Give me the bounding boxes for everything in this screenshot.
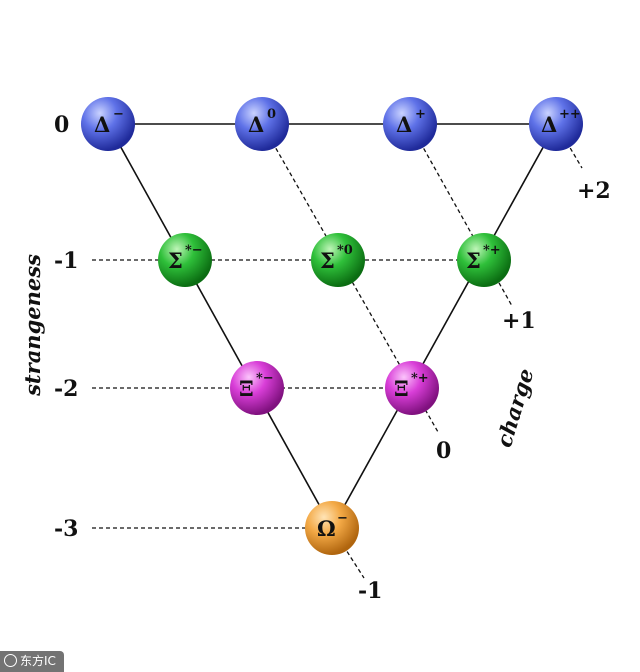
particle-symbol: Δ <box>396 112 412 137</box>
strangeness-labels: 0 -1 -2 -3 <box>54 112 78 542</box>
charge-label-plus2: +2 <box>577 178 611 204</box>
particle-superscript: + <box>415 107 426 122</box>
particle-xi-star-minus: Ξ *− <box>230 361 284 415</box>
particle-symbol: Σ <box>320 248 335 273</box>
particle-symbol: Δ <box>248 112 264 137</box>
particle-sphere <box>311 233 365 287</box>
left-edge-line <box>107 123 333 529</box>
particle-sphere <box>235 97 289 151</box>
particle-symbol: Ξ <box>239 376 254 401</box>
charge-label-minus1: -1 <box>358 578 382 604</box>
charge-guides <box>261 123 583 579</box>
particle-sphere <box>81 97 135 151</box>
particle-superscript: *+ <box>411 371 429 386</box>
particle-sphere <box>158 233 212 287</box>
strangeness-axis-title: strangeness <box>20 254 45 397</box>
charge-label-plus1: +1 <box>502 308 536 334</box>
watermark-logo-icon <box>4 654 17 667</box>
particle-symbol: Σ <box>168 248 183 273</box>
strangeness-guides <box>92 259 484 529</box>
particle-superscript: *− <box>256 371 274 386</box>
particle-superscript: ++ <box>559 107 581 122</box>
particle-superscript: *+ <box>483 243 501 258</box>
strangeness-label-0: 0 <box>54 112 69 138</box>
strangeness-label-minus1: -1 <box>54 248 78 274</box>
particle-symbol: Δ <box>94 112 110 137</box>
particle-sphere <box>305 501 359 555</box>
triangle-edges <box>107 123 557 529</box>
charge-labels: +2 +1 0 -1 <box>358 178 611 604</box>
particle-superscript: − <box>113 107 124 122</box>
particle-superscript: − <box>337 511 348 526</box>
particle-sphere <box>383 97 437 151</box>
strangeness-label-minus3: -3 <box>54 516 78 542</box>
particle-sphere <box>457 233 511 287</box>
particle-symbol: Σ <box>466 248 481 273</box>
particle-sigma-star-plus: Σ *+ <box>457 233 511 287</box>
particle-delta-plus: Δ + <box>383 97 437 151</box>
particle-sigma-star-minus: Σ *− <box>158 233 212 287</box>
particle-sphere <box>230 361 284 415</box>
particle-superscript: *− <box>185 243 203 258</box>
particle-symbol: Ω <box>317 516 336 541</box>
particle-delta-plusplus: Δ ++ <box>529 97 583 151</box>
watermark-text: 东方IC <box>20 654 56 668</box>
particle-sigma-star-zero: Σ *0 <box>311 233 365 287</box>
particle-symbol: Δ <box>541 112 557 137</box>
particle-symbol: Ξ <box>394 376 409 401</box>
particle-sphere <box>529 97 583 151</box>
particle-superscript: *0 <box>337 243 353 258</box>
particle-superscript: 0 <box>267 107 276 122</box>
right-edge-line <box>331 123 557 529</box>
strangeness-label-minus2: -2 <box>54 376 78 402</box>
particle-omega-minus: Ω − <box>305 501 359 555</box>
particle-xi-star-zero: Ξ *+ <box>385 361 439 415</box>
particle-nodes: Δ − Δ 0 Δ + Δ ++ Σ *− Σ *0 <box>81 97 583 555</box>
charge-axis-title: charge <box>491 366 539 451</box>
particle-delta-zero: Δ 0 <box>235 97 289 151</box>
watermark: 东方IC <box>0 651 64 672</box>
charge-label-zero: 0 <box>436 438 451 464</box>
particle-delta-minus: Δ − <box>81 97 135 151</box>
particle-sphere <box>385 361 439 415</box>
